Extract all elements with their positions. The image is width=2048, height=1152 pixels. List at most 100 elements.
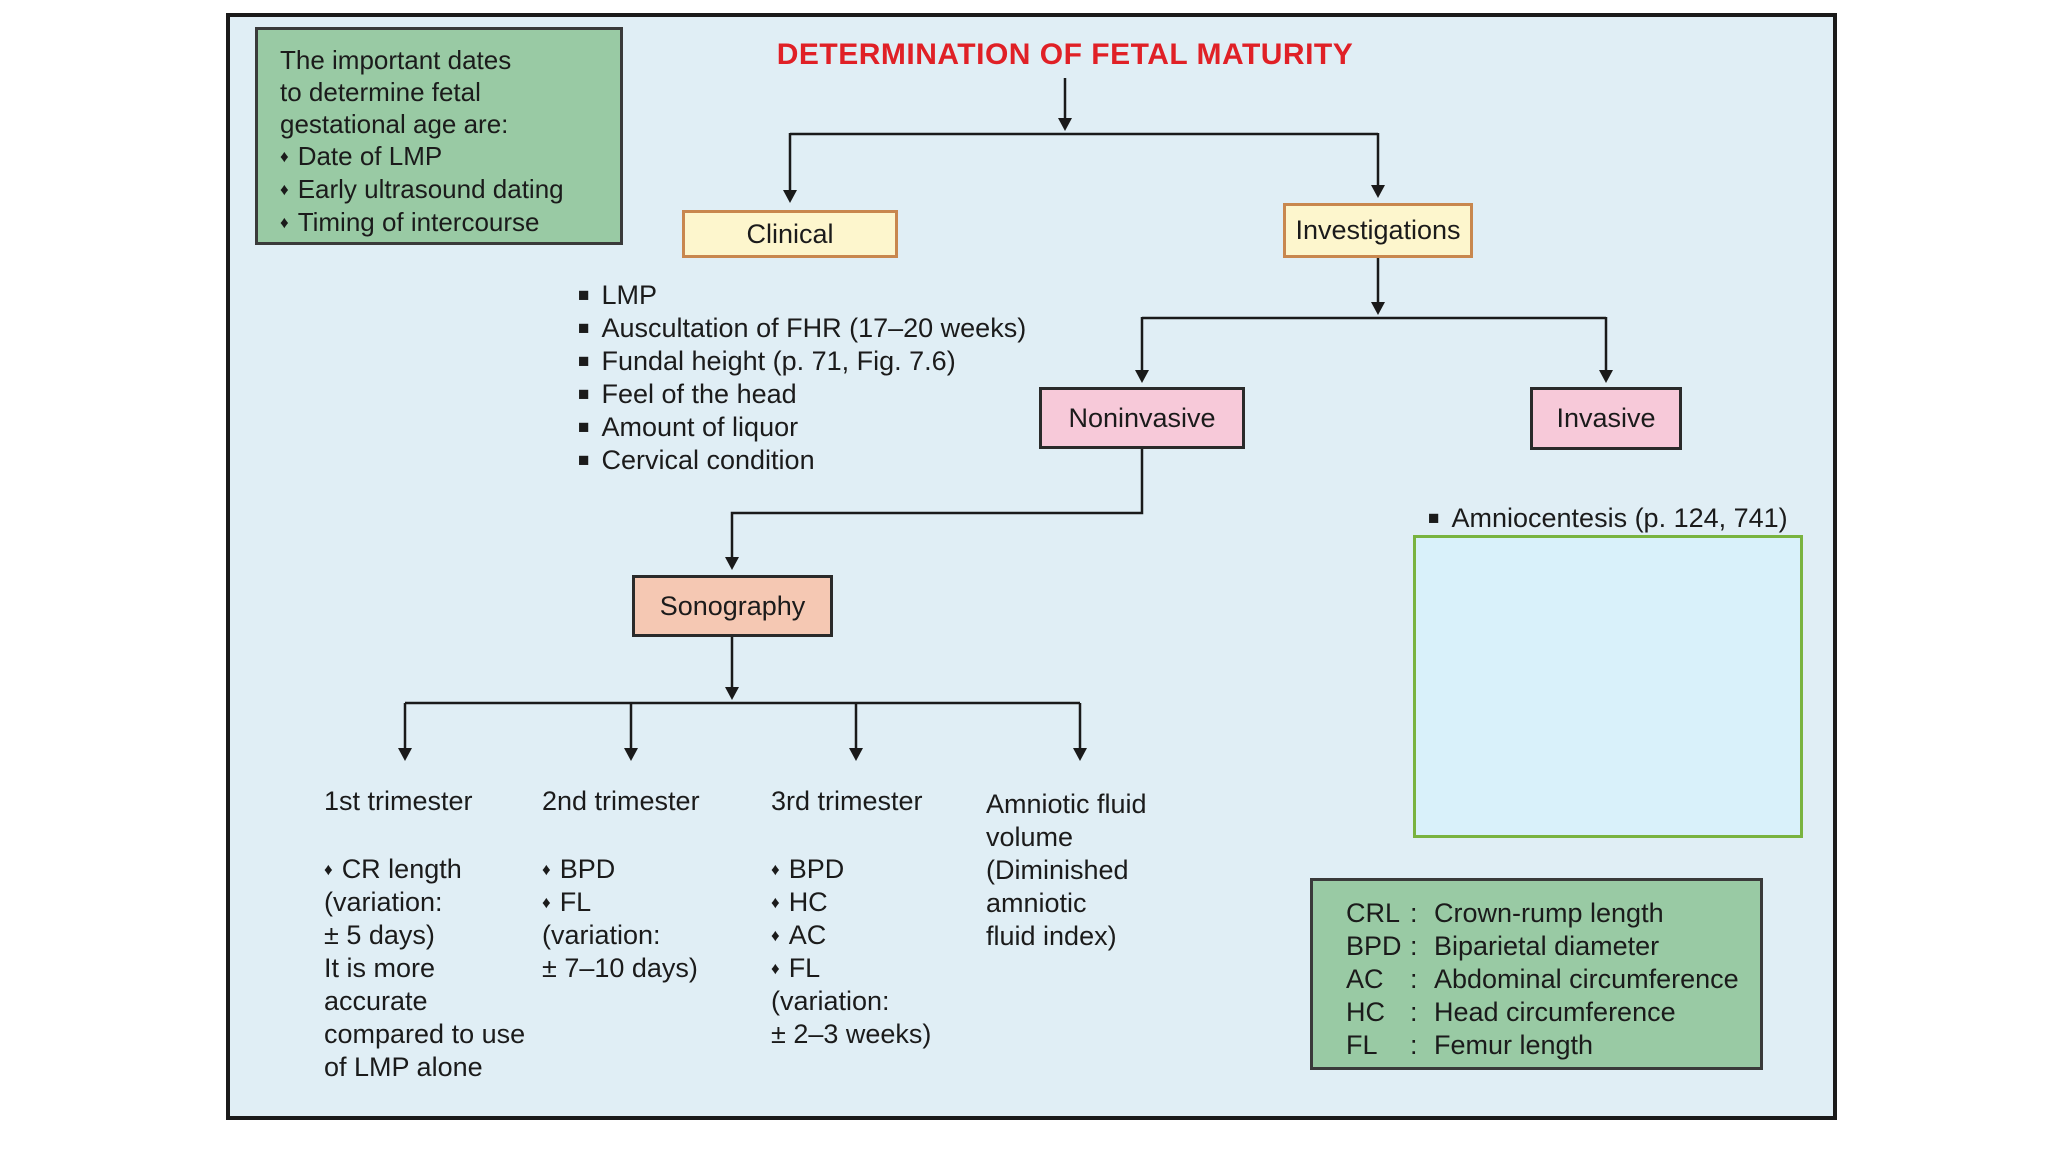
trimester-line: ± 2–3 weeks) [771,1018,931,1051]
info-bullet-text: Early ultrasound dating [297,174,564,204]
trimester-line: ♦BPD [542,853,700,886]
trimester-line: fluid index) [986,920,1147,953]
trimester-line: amniotic [986,887,1147,920]
trimester-line: ± 7–10 days) [542,952,700,985]
clinical-item: ■ LMP [578,279,1026,312]
abbr-value: Crown-rump length [1434,898,1664,928]
amniocentesis-image-placeholder [1413,535,1803,838]
abbr-colon: : [1410,898,1418,928]
node-sonography: Sonography [632,575,833,637]
trimester-line: ♦ FL [542,886,700,919]
clinical-item-text: Fundal height (p. 71, Fig. 7.6) [601,346,956,376]
column-header: 2nd trimester [542,786,700,816]
node-noninvasive: Noninvasive [1039,387,1245,449]
info-bullet-item: ♦ Early ultrasound dating [280,173,610,206]
clinical-item: ■ Cervical condition [578,444,1026,477]
trimester-text: FL [559,887,592,917]
diamond-bullet-icon: ♦ [542,860,551,879]
column-header: Amniotic fluid [986,789,1147,819]
square-bullet-icon: ■ [578,417,590,438]
amniocentesis-item: ■ Amniocentesis (p. 124, 741) [1428,502,1788,535]
diamond-bullet-icon: ♦ [542,893,551,912]
square-bullet-icon: ■ [1428,508,1440,529]
diamond-bullet-icon: ♦ [771,860,780,879]
diamond-bullet-icon: ♦ [324,860,333,879]
trimester-text: (variation: [542,920,661,950]
diamond-bullet-icon: ♦ [280,213,289,232]
page-title: DETERMINATION OF FETAL MATURITY [776,38,1354,71]
square-bullet-icon: ■ [578,285,590,306]
trimester-text: BPD [788,854,845,884]
info-line: The important dates [280,45,512,75]
column-first-trimester: 1st trimester ♦CR length (variation: ± 5… [324,785,525,1084]
abbr-value: Head circumference [1434,997,1676,1027]
abbr-row: BPD:Biparietal diameter [1346,930,1750,963]
important-dates-box: The important dates to determine fetal g… [255,27,623,245]
clinical-item-text: LMP [601,280,658,310]
trimester-text: (Diminished [986,855,1129,885]
diamond-bullet-icon: ♦ [280,147,289,166]
trimester-line: accurate [324,985,525,1018]
clinical-item: ■ Fundal height (p. 71, Fig. 7.6) [578,345,1026,378]
trimester-line: It is more [324,952,525,985]
column-third-trimester: 3rd trimester ♦BPD ♦HC ♦AC ♦FL (variatio… [771,785,931,1051]
trimester-line: compared to use [324,1018,525,1051]
abbr-key: HC [1346,997,1385,1027]
info-bullet-text: Timing of intercourse [297,207,540,237]
trimester-line: ♦FL [771,952,931,985]
clinical-item-text: Feel of the head [601,379,797,409]
clinical-methods-list: ■LMP ■Auscultation of FHR (17–20 weeks) … [578,279,1026,477]
trimester-text: HC [788,887,828,917]
trimester-text: (variation: [324,887,443,917]
trimester-text: compared to use [324,1019,526,1049]
trimester-text: ± 7–10 days) [542,953,698,983]
abbr-colon: : [1410,931,1418,961]
column-amniotic-fluid: Amniotic fluid volume (Diminished amniot… [986,788,1147,953]
clinical-item-text: Auscultation of FHR (17–20 weeks) [601,313,1027,343]
trimester-line: ♦AC [771,919,931,952]
trimester-line: ♦ BPD [771,853,931,886]
abbr-row: HC:Head circumference [1346,996,1750,1029]
abbr-row: AC:Abdominal circumference [1346,963,1750,996]
info-line: gestational age are: [280,109,509,139]
trimester-text: amniotic [986,888,1087,918]
clinical-item: ■ Auscultation of FHR (17–20 weeks) [578,312,1026,345]
abbr-colon: : [1410,964,1418,994]
trimester-text: of LMP alone [324,1052,483,1082]
diamond-bullet-icon: ♦ [771,926,780,945]
clinical-item: ■ Feel of the head [578,378,1026,411]
trimester-text: ± 5 days) [324,920,435,950]
trimester-line: ♦ CR length [324,853,525,886]
square-bullet-icon: ■ [578,318,590,339]
clinical-item: ■ Amount of liquor [578,411,1026,444]
clinical-item-text: Cervical condition [601,445,815,475]
amniocentesis-label: ■ Amniocentesis (p. 124, 741) [1428,502,1788,535]
column-details: ♦BPD ♦HC ♦AC ♦FL (variation: ± 2–3 weeks… [771,853,931,1051]
node-clinical: Clinical [682,210,898,258]
trimester-text: CR length [341,854,462,884]
abbr-key: CRL [1346,898,1401,928]
trimester-text: FL [788,953,821,983]
trimester-line: ± 5 days) [324,919,525,952]
diamond-bullet-icon: ♦ [280,180,289,199]
clinical-item-text: Amount of liquor [601,412,799,442]
trimester-text: It is more [324,953,436,983]
info-bullet-item: ♦ Date of LMP [280,140,610,173]
column-details: ♦ CR length (variation: ± 5 days) It is m… [324,853,525,1084]
info-line: to determine fetal [280,77,481,107]
abbr-value: Abdominal circumference [1434,964,1739,994]
trimester-line: (Diminished [986,854,1147,887]
square-bullet-icon: ■ [578,450,590,471]
square-bullet-icon: ■ [578,351,590,372]
column-header: 3rd trimester [771,786,923,816]
amniocentesis-text: Amniocentesis (p. 124, 741) [1451,503,1788,533]
square-bullet-icon: ■ [578,384,590,405]
info-bullet-item: ♦ Timing of intercourse [280,206,610,239]
abbr-key: FL [1346,1030,1378,1060]
abbreviations-box: CRL: Crown-rump length BPD:Biparietal dia… [1310,878,1763,1070]
abbr-colon: : [1410,1030,1418,1060]
column-second-trimester: 2nd trimester ♦BPD ♦ FL (variation: ± 7–1… [542,785,700,985]
trimester-line: (variation: [542,919,700,952]
trimester-line: ♦HC [771,886,931,919]
info-bullet-text: Date of LMP [297,141,443,171]
